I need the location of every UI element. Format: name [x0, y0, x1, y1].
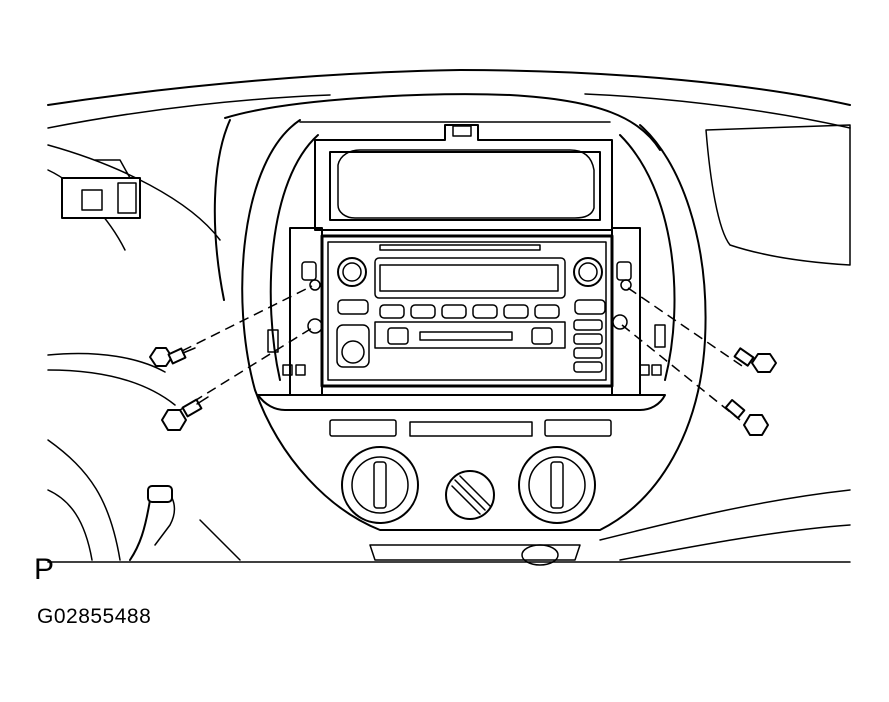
left-wiring — [47, 439, 241, 561]
bolt-lower-left-icon — [161, 396, 209, 431]
dashboard-outline — [47, 69, 851, 406]
bolt-alignment-lines — [167, 285, 746, 421]
bolt-upper-right-icon — [733, 347, 777, 373]
figure-code: G02855488 — [37, 605, 152, 628]
view-letter: P — [34, 553, 55, 586]
mounting-screw-holes — [307, 279, 632, 334]
lower-console — [369, 489, 851, 566]
vent-strip — [257, 394, 666, 437]
climate-knobs — [341, 446, 596, 524]
center-bezel — [241, 119, 707, 531]
display-housing — [314, 124, 613, 231]
bolt-upper-left-icon — [149, 347, 196, 367]
bolt-lower-right-icon — [724, 399, 769, 436]
left-side-bracket — [61, 159, 141, 219]
radio-unit — [320, 234, 614, 388]
